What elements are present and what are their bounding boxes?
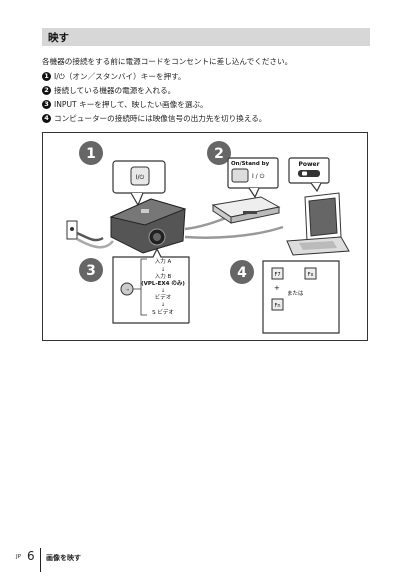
input-item: (VPL-EX4 のみ) — [141, 280, 185, 287]
svg-text:↓: ↓ — [161, 288, 165, 294]
step-text: I/⏻（オン／スタンバイ）キーを押す。 — [54, 71, 186, 81]
section-title: 映す — [48, 32, 69, 44]
power-switch-icon — [298, 170, 320, 177]
projector-icon — [109, 198, 187, 254]
plus-sign: + — [274, 284, 280, 292]
step-number: 4 — [42, 113, 51, 123]
fx-key-icon — [304, 267, 317, 280]
or-label: または — [287, 290, 304, 297]
svg-text:↓: ↓ — [161, 302, 165, 308]
step-3: 3 INPUT キーを押して、映したい画像を選ぶ。 — [42, 97, 382, 111]
step-text: INPUT キーを押して、映したい画像を選ぶ。 — [54, 99, 208, 109]
power-key-balloon: I/⏻ — [112, 160, 166, 207]
on-standby-balloon: On/Stand by I / ⏻ — [227, 157, 279, 199]
footer-lang: JP — [16, 554, 21, 560]
callout-1-number: 1 — [86, 146, 96, 162]
step-text: 接続している機器の電源を入れる。 — [54, 85, 176, 95]
footer-section-title: 画像を映す — [46, 554, 81, 562]
svg-text:↓: ↓ — [161, 267, 165, 273]
setup-illustration: 1 2 3 4 I/⏻ — [42, 132, 368, 341]
section-header: 映す — [42, 28, 370, 46]
f7-key-icon — [271, 267, 284, 280]
laptop-icon — [286, 192, 350, 256]
intro-text: 各機器の接続をする前に電源コードをコンセントに差し込んでください。 — [42, 57, 293, 66]
callout-4-number: 4 — [237, 265, 247, 281]
step-number: 2 — [42, 85, 51, 95]
setup-illustration-svg: 1 2 3 4 I/⏻ — [66, 141, 350, 334]
fn-key-panel: F7 Fx + または Fn — [262, 260, 340, 334]
step-1: 1 I/⏻（オン／スタンバイ）キーを押す。 — [42, 69, 382, 83]
power-key-label: I/⏻ — [136, 174, 145, 181]
callout-4: 4 — [230, 260, 254, 284]
step-list: 1 I/⏻（オン／スタンバイ）キーを押す。 2 接続している機器の電源を入れる。… — [42, 69, 382, 125]
page-number: 6 — [27, 549, 35, 563]
input-item: S ビデオ — [152, 308, 174, 316]
input-item: 入力 B — [155, 272, 172, 280]
f7-key-label: F7 — [274, 272, 280, 278]
on-standby-button-icon — [231, 168, 249, 183]
video-device-icon — [211, 196, 281, 224]
page-footer: JP 6 画像を映す — [0, 548, 410, 578]
step-4: 4 コンピューターの接続時には映像信号の出力先を切り換える。 — [42, 111, 382, 125]
step-text: コンピューターの接続時には映像信号の出力先を切り換える。 — [54, 113, 267, 123]
fn-key-icon — [271, 298, 284, 311]
svg-text:⇢: ⇢ — [125, 287, 129, 292]
footer-divider — [40, 548, 41, 572]
wall-outlet-icon — [66, 220, 114, 249]
callout-2-number: 2 — [214, 146, 224, 162]
callout-3: 3 — [79, 258, 103, 282]
step-2: 2 接続している機器の電源を入れる。 — [42, 83, 382, 97]
callout-1: 1 — [79, 141, 103, 165]
on-standby-symbol: I / ⏻ — [252, 173, 265, 180]
step-number: 3 — [42, 99, 51, 109]
step-number: 1 — [42, 71, 51, 81]
power-key-icon — [130, 166, 150, 186]
callout-3-number: 3 — [86, 263, 96, 279]
input-item: 入力 A — [155, 257, 172, 265]
on-standby-label: On/Stand by — [231, 161, 270, 167]
power-balloon: Power — [288, 157, 330, 193]
input-panel: ⇢ 入力 A ↓ 入力 B (VPL-EX4 のみ) ↓ ビデオ ↓ S ビデオ — [112, 247, 190, 324]
power-label: Power — [298, 161, 319, 168]
input-item: ビデオ — [155, 293, 172, 301]
fn-key-label: Fn — [274, 303, 280, 309]
callout-2: 2 — [207, 141, 231, 165]
fx-key-label: Fx — [308, 272, 314, 278]
